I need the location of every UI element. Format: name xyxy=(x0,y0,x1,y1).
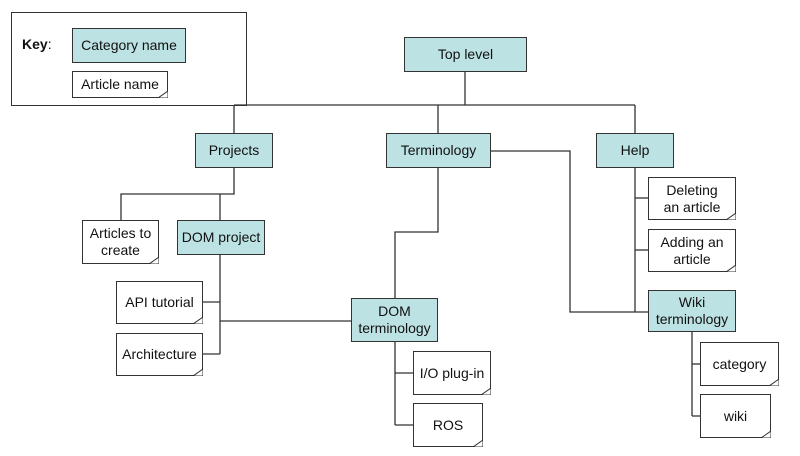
page-fold-icon xyxy=(761,431,771,438)
node-io-plugin[interactable]: I/O plug-in xyxy=(413,351,491,395)
page-fold-icon xyxy=(158,91,168,98)
node-wiki-terminology[interactable]: Wiki terminology xyxy=(648,290,736,332)
node-projects[interactable]: Projects xyxy=(195,133,273,168)
edge-terminology-dom-terminology xyxy=(394,168,439,298)
node-top-level[interactable]: Top level xyxy=(404,37,527,72)
node-architecture[interactable]: Architecture xyxy=(116,333,203,376)
node-ros[interactable]: ROS xyxy=(413,403,483,447)
edge-projects-branch xyxy=(120,168,235,220)
node-adding-article[interactable]: Adding an article xyxy=(648,229,736,272)
page-fold-icon xyxy=(193,369,203,376)
page-fold-icon xyxy=(726,265,736,272)
page-fold-icon xyxy=(726,213,736,220)
node-terminology[interactable]: Terminology xyxy=(386,133,491,168)
node-articles-to-create[interactable]: Articles to create xyxy=(82,220,159,264)
legend-article-example: Article name xyxy=(72,71,168,98)
node-category[interactable]: category xyxy=(700,342,779,386)
edge-terminology-wiki-terminology xyxy=(491,150,648,313)
node-dom-project[interactable]: DOM project xyxy=(177,220,265,255)
legend-title: Key: xyxy=(22,36,52,52)
node-help[interactable]: Help xyxy=(596,133,674,168)
node-dom-terminology[interactable]: DOM terminology xyxy=(351,298,438,342)
legend-category-example: Category name xyxy=(72,28,186,63)
page-fold-icon xyxy=(149,257,159,264)
page-fold-icon xyxy=(481,388,491,395)
page-fold-icon xyxy=(473,440,483,447)
page-fold-icon xyxy=(769,379,779,386)
node-wiki[interactable]: wiki xyxy=(700,394,771,438)
node-deleting-article[interactable]: Deleting an article xyxy=(648,177,736,220)
page-fold-icon xyxy=(193,317,203,324)
legend-box xyxy=(11,12,247,106)
node-api-tutorial[interactable]: API tutorial xyxy=(116,281,203,324)
